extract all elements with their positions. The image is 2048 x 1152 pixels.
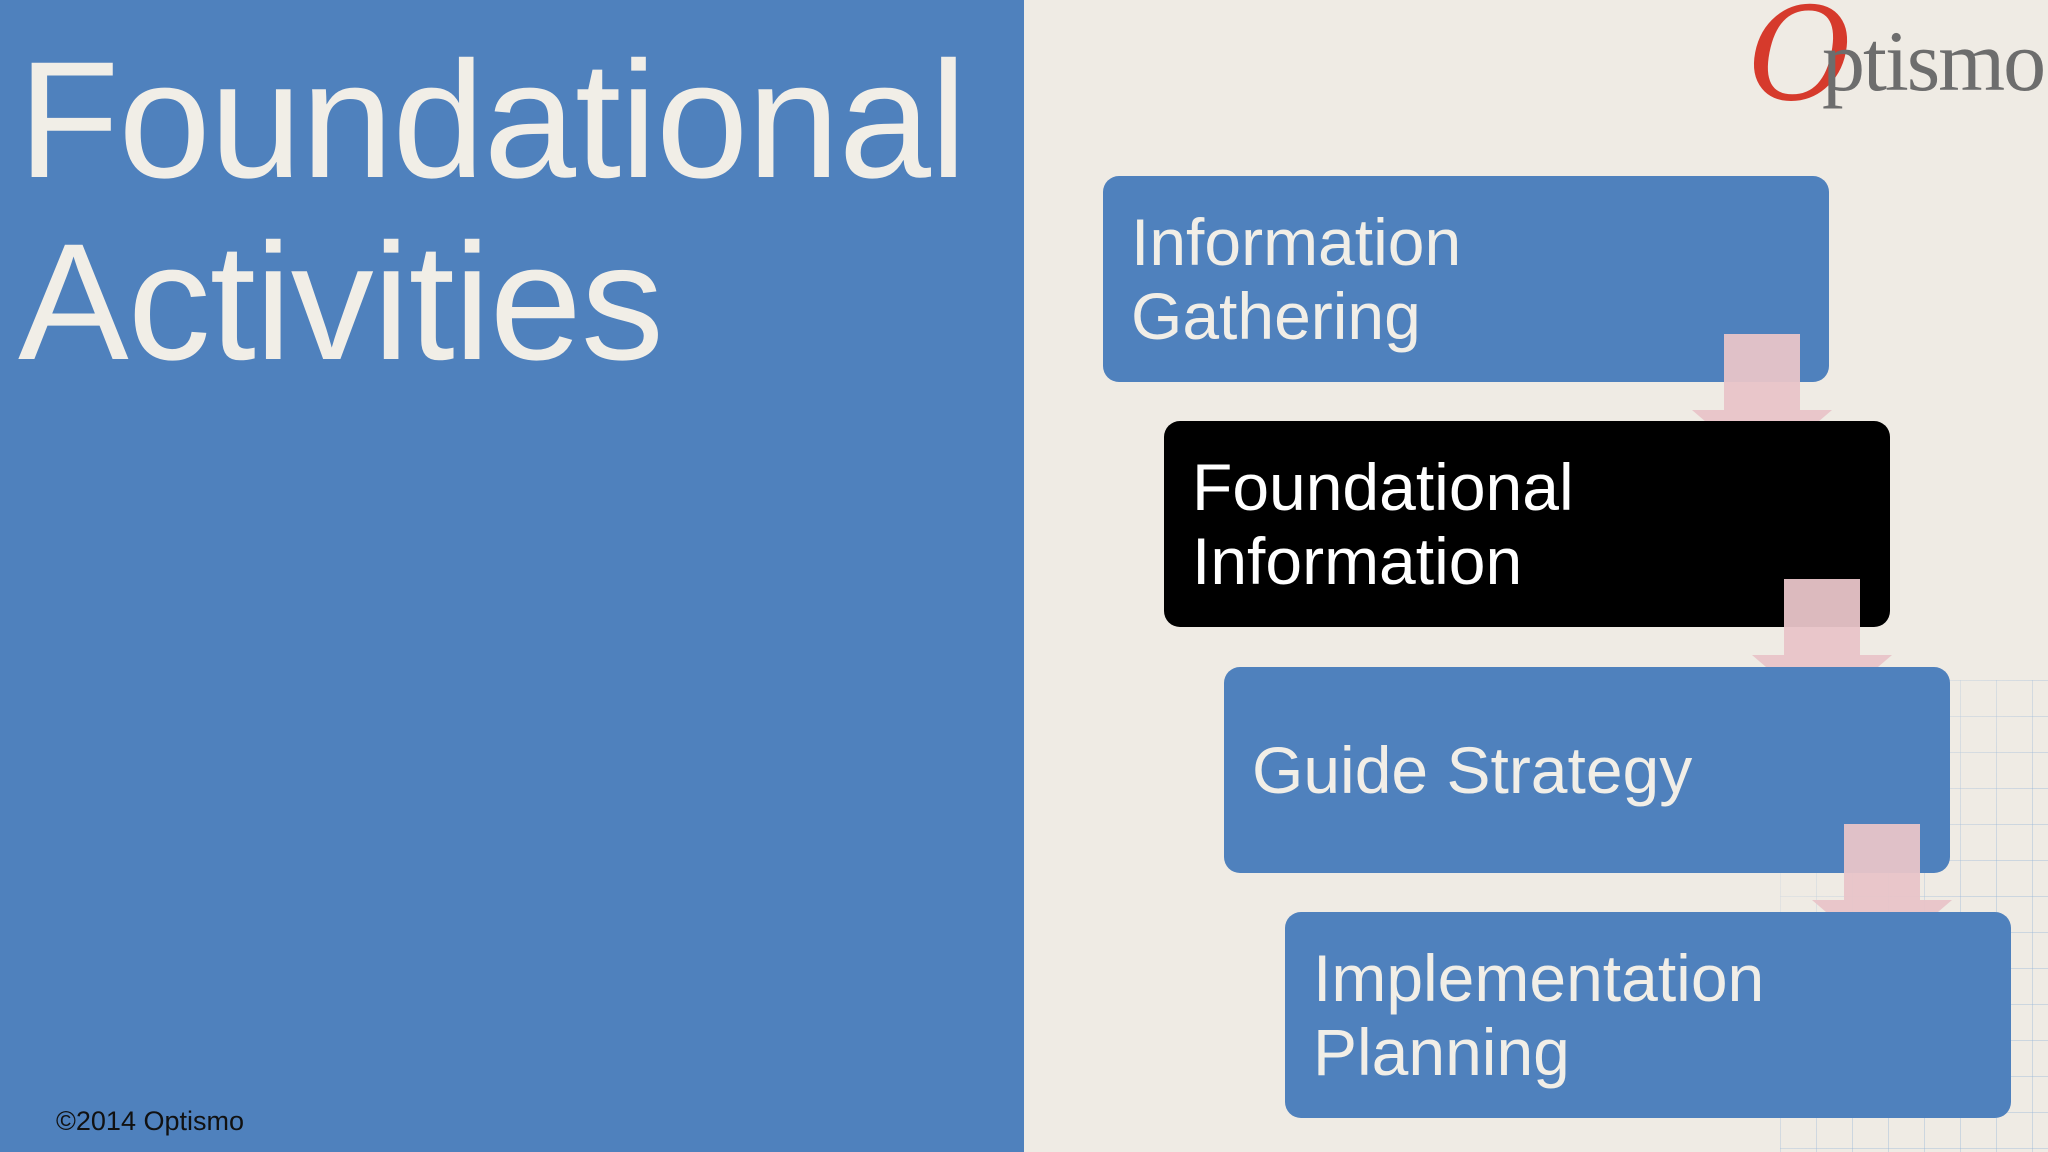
- copyright-notice: ©2014 Optismo: [56, 1106, 244, 1136]
- step-label: Implementation Planning: [1313, 941, 1765, 1089]
- title-panel: Foundational Activities ©2014 Optismo: [0, 0, 1024, 1152]
- step-implementation-planning[interactable]: Implementation Planning: [1285, 912, 2011, 1118]
- step-information-gathering[interactable]: Information Gathering: [1103, 176, 1829, 382]
- slide-title: Foundational Activities: [18, 28, 967, 395]
- step-label: Information Gathering: [1131, 205, 1462, 353]
- logo-letter-o: O: [1748, 0, 1853, 130]
- step-label: Foundational Information: [1192, 450, 1574, 598]
- step-guide-strategy[interactable]: Guide Strategy: [1224, 667, 1950, 873]
- step-foundational-information[interactable]: Foundational Information: [1164, 421, 1890, 627]
- step-label: Guide Strategy: [1252, 733, 1693, 807]
- optismo-logo: O ptismo: [1748, 0, 2048, 120]
- logo-wordmark: ptismo: [1822, 13, 2046, 109]
